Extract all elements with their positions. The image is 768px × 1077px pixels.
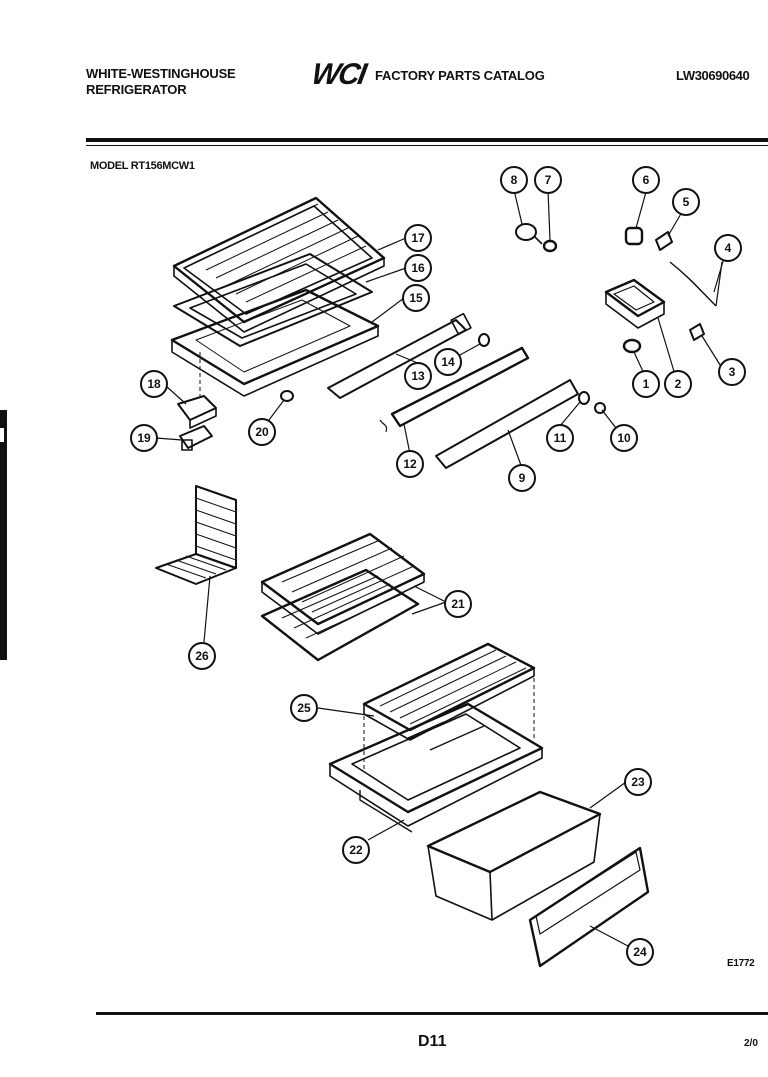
part-9-rail (435, 379, 579, 469)
callout-3-circle (718, 358, 746, 386)
part-12-rail (379, 346, 530, 433)
callout-1-circle (632, 370, 660, 398)
callout-18: 18 (147, 377, 161, 391)
callout-20-circle (248, 418, 276, 446)
callout-9: 9 (519, 471, 526, 485)
callout-circles (130, 166, 746, 966)
callout-9-circle (508, 464, 536, 492)
part-6-control-knob (624, 226, 644, 246)
callout-7-circle (534, 166, 562, 194)
part-3-screw (689, 323, 705, 341)
part-15-shelf-glass (170, 288, 380, 397)
part-10-screw (594, 402, 606, 414)
part-11-screw (578, 391, 590, 405)
callout-13-circle (404, 362, 432, 390)
callout-23: 23 (631, 775, 645, 789)
callout-25: 25 (297, 701, 311, 715)
callout-6: 6 (643, 173, 650, 187)
callout-15: 15 (409, 291, 423, 305)
part-8-light-bulb (515, 223, 543, 245)
model-label: MODEL RT156MCW1 (90, 160, 195, 172)
callout-14: 14 (441, 355, 455, 369)
brand-line-2: REFRIGERATOR (86, 82, 187, 97)
callout-7: 7 (545, 173, 552, 187)
scan-edge-notch (0, 428, 4, 442)
callout-4-circle (714, 234, 742, 262)
callout-6-circle (632, 166, 660, 194)
figure-reference: E1772 (727, 958, 755, 969)
callout-21-circle (444, 590, 472, 618)
footer-date: 2/0 (744, 1038, 758, 1049)
page-number: D11 (418, 1033, 447, 1050)
callout-10: 10 (617, 431, 631, 445)
part-7-bulb-socket (542, 239, 558, 253)
callout-20: 20 (255, 425, 269, 439)
callout-26-circle (188, 642, 216, 670)
footer-rule (96, 1012, 768, 1015)
callout-5: 5 (683, 195, 690, 209)
brand-block: WHITE-WESTINGHOUSE REFRIGERATOR (86, 66, 236, 98)
callout-16: 16 (411, 261, 425, 275)
part-17-shelf-cover (172, 196, 386, 333)
callout-23-circle (624, 768, 652, 796)
part-26-wire-shelf (155, 485, 237, 585)
callout-19: 19 (137, 431, 151, 445)
header-rule-thin (86, 145, 768, 146)
callout-8-circle (500, 166, 528, 194)
part-20-screw (280, 390, 294, 402)
callout-15-circle (402, 284, 430, 312)
part-14-screw (478, 333, 490, 347)
scan-edge-bar (0, 410, 7, 660)
part-24-drawer-front (528, 846, 650, 968)
callout-10-circle (610, 424, 638, 452)
callout-8: 8 (511, 173, 518, 187)
callout-11: 11 (554, 431, 567, 445)
callout-22: 22 (349, 843, 363, 857)
callout-3: 3 (729, 365, 736, 379)
part-19-bracket (179, 425, 213, 451)
callout-25-circle (290, 694, 318, 722)
leader-lines (155, 189, 725, 947)
part-13-rail (327, 312, 472, 399)
callout-24-circle (626, 938, 654, 966)
callout-13: 13 (411, 369, 425, 383)
callout-12-circle (396, 450, 424, 478)
callout-16-circle (404, 254, 432, 282)
callout-12: 12 (403, 457, 417, 471)
callout-26: 26 (195, 649, 209, 663)
brand-line-1: WHITE-WESTINGHOUSE (86, 66, 236, 81)
part-2-control-housing (604, 278, 666, 329)
part-21-shelf-pair (260, 532, 426, 662)
callout-18-circle (140, 370, 168, 398)
callout-numbers: 1 2 3 4 5 6 7 8 9 10 11 12 13 14 15 16 1… (137, 173, 735, 959)
callout-2: 2 (675, 377, 682, 391)
part-22-crisper-frame (328, 702, 544, 833)
part-23-crisper-drawer (426, 790, 602, 921)
callout-14-circle (434, 348, 462, 376)
callout-17: 17 (411, 231, 425, 245)
part-18-bracket (177, 395, 217, 429)
callout-22-circle (342, 836, 370, 864)
callout-1: 1 (643, 377, 650, 391)
callout-17-circle (404, 224, 432, 252)
callout-11-circle (546, 424, 574, 452)
callout-19-circle (130, 424, 158, 452)
part-5-clip (655, 231, 673, 251)
callout-21: 21 (451, 597, 465, 611)
part-4-wire (669, 261, 723, 307)
catalog-title: FACTORY PARTS CATALOG (375, 68, 545, 83)
callout-4: 4 (725, 241, 732, 255)
part-25-crisper-cover (362, 642, 536, 770)
catalog-code: LW30690640 (676, 68, 750, 83)
callout-2-circle (664, 370, 692, 398)
part-16-shelf-frame (173, 253, 373, 347)
callout-24: 24 (633, 945, 647, 959)
callout-5-circle (672, 188, 700, 216)
header-rule-thick (86, 138, 768, 142)
part-1-switch (622, 338, 642, 354)
